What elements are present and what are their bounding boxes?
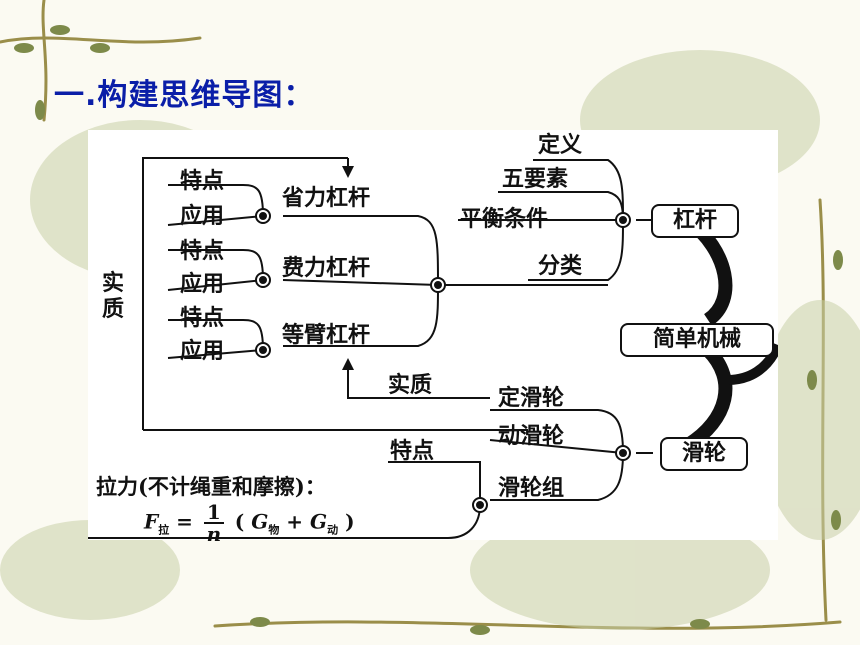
- lever-item-five-elements: 五要素: [502, 166, 569, 192]
- formula-g1-sub: 物: [268, 523, 280, 537]
- lever-type-2-feature: 特点: [180, 238, 225, 264]
- lever-item-balance-condition: 平衡条件: [460, 206, 549, 232]
- formula-g2-sub: 动: [327, 523, 339, 537]
- lever-type-1-application: 应用: [180, 203, 225, 229]
- lever-type-3-feature: 特点: [180, 305, 225, 331]
- formula-lhs: F: [144, 509, 159, 534]
- formula-plus: +: [286, 509, 304, 534]
- lever-item-classification: 分类: [538, 253, 583, 279]
- lever-type-distance-saving: 费力杠杆: [282, 255, 371, 281]
- root-node-simple-machines: 简单机械: [620, 323, 774, 357]
- lever-item-definition: 定义: [538, 132, 583, 158]
- formula-g1: G: [251, 509, 269, 534]
- lever-type-1-feature: 特点: [180, 168, 225, 194]
- formula-g2: G: [310, 509, 328, 534]
- branch-node-lever: 杠杆: [651, 204, 739, 238]
- lever-type-force-saving: 省力杠杆: [282, 185, 371, 211]
- branch-node-pulley: 滑轮: [660, 437, 748, 471]
- mind-map-diagram: 简单机械 杠杆 滑轮 定义 五要素 平衡条件 分类 省力杠杆 费力杠杆 等臂杠杆…: [88, 130, 778, 544]
- pulley-item-movable: 动滑轮: [498, 423, 565, 449]
- formula-equals: =: [176, 509, 193, 534]
- pulley-item-fixed: 定滑轮: [498, 385, 565, 411]
- formula-numerator: 1: [203, 502, 224, 524]
- formula-open-paren: (: [234, 509, 245, 534]
- formula-close-paren: ): [345, 509, 355, 534]
- lever-type-equal-arm: 等臂杠杆: [282, 322, 371, 348]
- pulley-item-block: 滑轮组: [498, 475, 565, 501]
- pulley-force-text: 拉力(不计绳重和摩擦)：: [96, 474, 326, 499]
- lever-type-2-application: 应用: [180, 271, 225, 297]
- lever-type-3-application: 应用: [180, 338, 225, 364]
- pulley-essence-label: 实质: [388, 372, 433, 398]
- pulley-group-feature: 特点: [390, 438, 435, 464]
- essence-side-label: 实质: [102, 270, 125, 322]
- formula-lhs-sub: 拉: [158, 523, 170, 537]
- mind-map-connectors: [88, 157, 778, 539]
- page-title: 一.构建思维导图：: [54, 78, 315, 113]
- formula-denominator: n: [206, 522, 222, 546]
